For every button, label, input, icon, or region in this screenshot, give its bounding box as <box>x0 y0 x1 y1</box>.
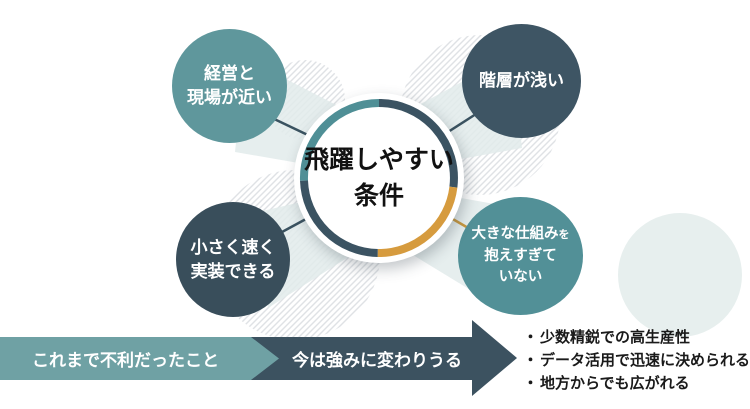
bullet-item: ・ データ活用で迅速に決められる <box>523 349 750 372</box>
node-top-right: 階層が浅い <box>462 24 581 138</box>
node-top-right-label: 階層が浅い <box>479 71 564 90</box>
band-label-after: 今は強みに変わりうる <box>292 351 462 370</box>
center-title-line1: 飛躍しやすい <box>304 146 454 174</box>
bullet-marker: ・ <box>523 329 539 346</box>
node-bottom-right-label: 抱えすぎて <box>484 248 557 264</box>
node-bottom-right-label: いない <box>498 269 543 285</box>
band-label-before: これまで不利だったこと <box>32 351 219 370</box>
bullet-text: 地方からでも広がれる <box>540 375 690 392</box>
node-top-left-label: 現場が近い <box>187 88 272 107</box>
node-bottom-right-label: 大きな仕組みを <box>472 224 570 246</box>
center-title-line2: 条件 <box>353 182 404 210</box>
bullet-text: 少数精鋭での高生産性 <box>540 329 691 346</box>
ring-segment-dark-bottom-left <box>300 180 378 257</box>
connector-bottom-left <box>281 217 307 234</box>
center-circle: 飛躍しやすい 条件 <box>294 93 464 263</box>
node-bottom-right: 大きな仕組みを 抱えすぎて いない <box>458 197 583 315</box>
node-bottom-left: 小さく速く 実装できる <box>176 202 290 317</box>
pale-circle-bottom-right <box>618 213 742 337</box>
node-bottom-left-label: 実装できる <box>190 261 276 281</box>
bullet-marker: ・ <box>523 352 539 369</box>
connector-top-right <box>447 112 477 134</box>
node-bottom-right-label-main: 大きな仕組み <box>471 226 559 242</box>
bullet-item: ・ 少数精鋭での高生産性 <box>523 326 750 349</box>
node-bottom-right-label-small: を <box>558 229 570 241</box>
center-title: 飛躍しやすい 条件 <box>294 93 464 263</box>
center-ring <box>299 99 458 258</box>
arrow-band-right-shape <box>251 320 517 396</box>
bullet-text: データ活用で迅速に決められる <box>540 352 750 369</box>
ring-segment-dark-top-right <box>378 99 458 188</box>
node-top-left-label: 経営と <box>204 64 255 83</box>
arrow-band-left-shape <box>0 337 279 380</box>
node-top-left: 経営と 現場が近い <box>172 29 287 143</box>
ring-segment-gold <box>377 186 458 258</box>
bullet-list: ・ 少数精鋭での高生産性 ・ データ活用で迅速に決められる ・ 地方からでも広が… <box>523 326 750 395</box>
node-bottom-left-label: 小さく速く <box>190 237 276 257</box>
bullet-marker: ・ <box>523 375 539 392</box>
ring-segment-teal <box>299 99 380 181</box>
bullet-item: ・ 地方からでも広がれる <box>523 372 750 395</box>
